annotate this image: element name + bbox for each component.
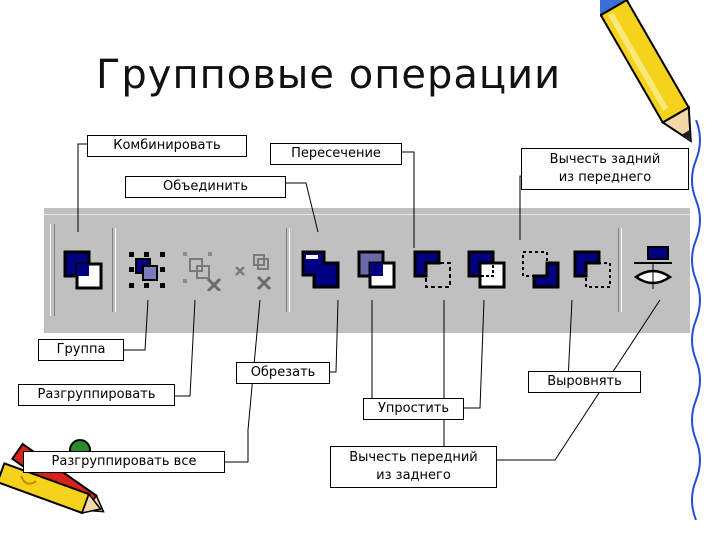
trim-icon[interactable] — [412, 249, 454, 291]
label-back-minus-front: Вычесть задний из переднего — [521, 148, 689, 190]
label-ungroup: Разгруппировать — [18, 384, 175, 406]
label-front-minus-back: Вычесть передний из заднего — [330, 446, 497, 488]
simplify-icon[interactable] — [466, 249, 508, 291]
label-weld: Объединить — [125, 176, 286, 198]
intersect-icon[interactable] — [356, 249, 398, 291]
toolbar-grip — [50, 224, 55, 316]
toolbar-rail-bottom — [44, 327, 690, 333]
wavy-line-icon — [691, 120, 701, 520]
label-combine: Комбинировать — [87, 135, 247, 157]
ungroup-icon[interactable] — [180, 249, 222, 291]
label-ungroup-all: Разгруппировать все — [23, 451, 225, 473]
group-icon[interactable] — [126, 249, 168, 291]
label-simplify: Упростить — [363, 398, 464, 420]
pencil-icon — [600, 0, 692, 143]
weld-icon[interactable] — [300, 249, 342, 291]
combine-icon[interactable] — [62, 249, 104, 291]
toolbar-separator — [286, 228, 290, 312]
label-intersection: Пересечение — [270, 143, 402, 165]
ungroup-all-icon[interactable] — [234, 249, 276, 291]
align-icon[interactable] — [632, 245, 674, 291]
toolbar-separator — [618, 228, 622, 312]
toolbar-rail-top — [44, 208, 690, 214]
back-minus-front-icon[interactable] — [572, 249, 614, 291]
label-trim: Обрезать — [236, 362, 330, 384]
pencils-icon — [0, 439, 105, 515]
label-align: Выровнять — [528, 371, 641, 393]
page-title: Групповые операции — [96, 52, 562, 98]
front-minus-back-icon[interactable] — [520, 249, 562, 291]
label-group: Группа — [38, 339, 124, 361]
toolbar-separator — [112, 228, 116, 312]
